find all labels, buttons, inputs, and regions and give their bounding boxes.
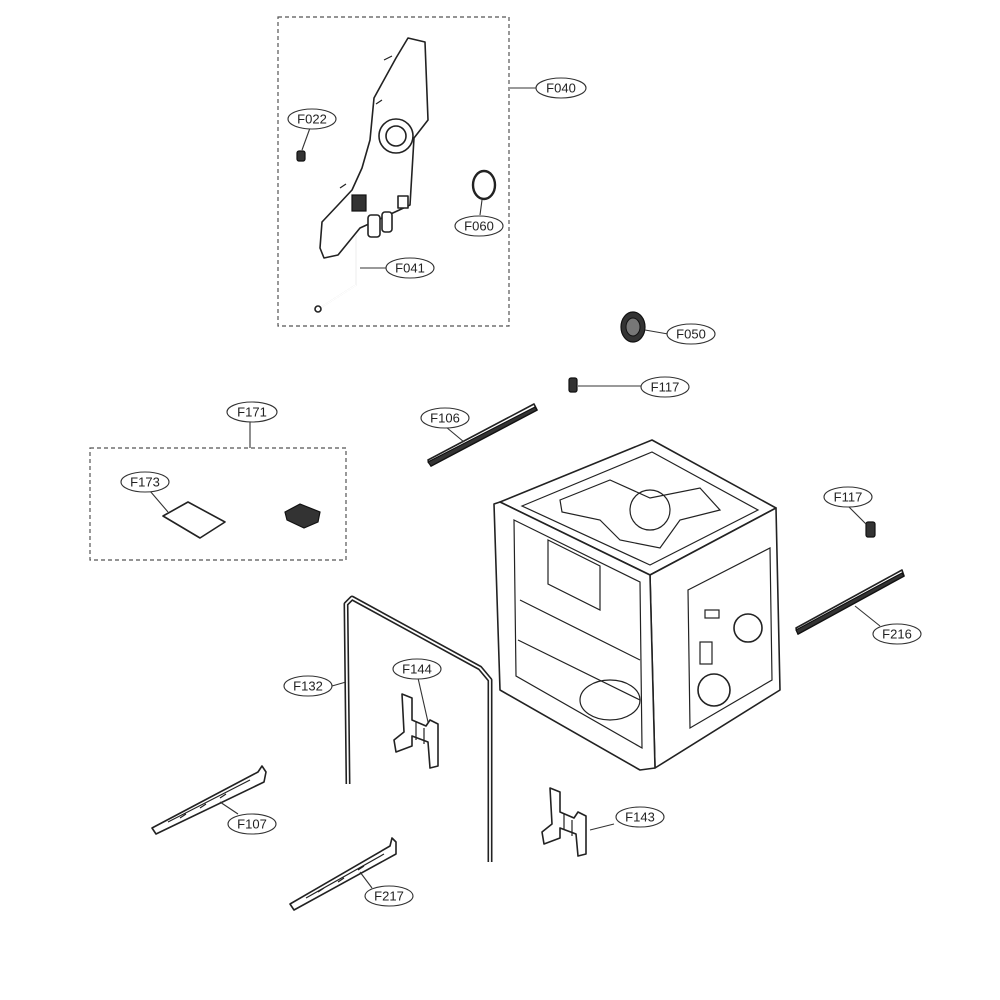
callout-f117-top[interactable]: F117 [640, 376, 690, 398]
svg-text:F107: F107 [237, 817, 267, 832]
part-f171-connector [284, 503, 321, 529]
callout-f171[interactable]: F171 [226, 401, 278, 423]
part-f106-rail [427, 403, 538, 467]
svg-text:F106: F106 [430, 411, 460, 426]
svg-text:F022: F022 [297, 112, 327, 127]
svg-text:F143: F143 [625, 810, 655, 825]
svg-text:F171: F171 [237, 405, 267, 420]
svg-text:F117: F117 [834, 490, 863, 505]
group-box-f040 [277, 16, 510, 327]
part-f117-clip-top [568, 377, 578, 393]
callout-f117-right[interactable]: F117 [823, 486, 873, 508]
group-box-f171 [89, 447, 347, 561]
callout-f216[interactable]: F216 [872, 623, 922, 645]
callout-f173[interactable]: F173 [120, 471, 170, 493]
callout-f132[interactable]: F132 [283, 675, 333, 697]
svg-text:F132: F132 [293, 679, 323, 694]
svg-text:F117: F117 [651, 380, 680, 395]
svg-text:F040: F040 [546, 81, 576, 96]
svg-text:F216: F216 [882, 627, 912, 642]
svg-text:F050: F050 [676, 327, 706, 342]
spray-duct-plate [319, 37, 429, 259]
part-f216-rail [795, 569, 905, 635]
svg-text:F060: F060 [464, 219, 494, 234]
callout-f040[interactable]: F040 [535, 77, 587, 99]
callout-f050[interactable]: F050 [666, 323, 716, 345]
part-f022-screw [296, 150, 306, 162]
callout-f144[interactable]: F144 [392, 658, 442, 680]
callout-f107[interactable]: F107 [227, 813, 277, 835]
callout-f217[interactable]: F217 [364, 885, 414, 907]
svg-text:F041: F041 [395, 261, 425, 276]
leader-lines [149, 87, 881, 889]
part-f050-cap [620, 311, 646, 343]
part-f144-hinge [393, 693, 439, 769]
part-f143-hinge [541, 787, 587, 857]
callout-f041[interactable]: F041 [385, 257, 435, 279]
tub-assembly [493, 439, 781, 771]
part-f217-rack-rail [289, 837, 397, 911]
callout-f143[interactable]: F143 [615, 806, 665, 828]
svg-text:F144: F144 [402, 662, 432, 677]
svg-text:F173: F173 [130, 475, 160, 490]
part-f132-gasket [343, 595, 493, 862]
callout-f060[interactable]: F060 [454, 215, 504, 237]
part-f041-tube [314, 235, 357, 313]
part-f173-sheet [162, 501, 226, 539]
callout-f022[interactable]: F022 [287, 108, 337, 130]
part-f060-oring [471, 169, 497, 201]
callout-f106[interactable]: F106 [420, 407, 470, 429]
part-f117-clip-right [865, 521, 876, 538]
part-f107-rack-rail [151, 765, 267, 835]
svg-text:F217: F217 [374, 889, 404, 904]
